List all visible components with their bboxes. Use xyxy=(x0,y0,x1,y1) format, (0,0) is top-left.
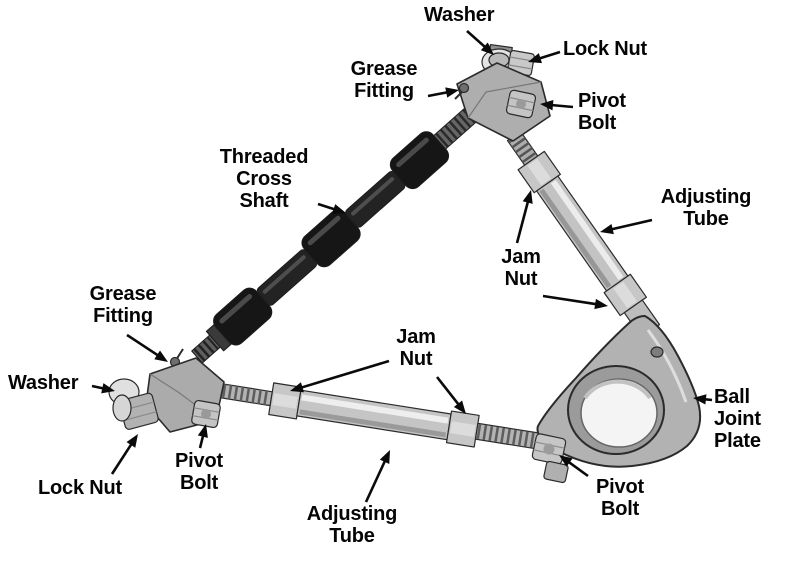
threaded-cross-shaft-part xyxy=(191,101,484,364)
callout-arrows xyxy=(91,30,713,503)
lock-nut-top-part xyxy=(507,49,535,77)
left-pivot-bracket xyxy=(108,348,225,433)
grease-fitting-top-part xyxy=(458,82,470,94)
pivot-bolt-bottom-part xyxy=(531,433,569,484)
ball-joint-plate-part xyxy=(536,315,702,468)
adjusting-tube-bottom-part xyxy=(208,381,542,450)
top-pivot-bracket xyxy=(454,43,551,142)
adjusting-tube-right-part xyxy=(506,130,661,338)
